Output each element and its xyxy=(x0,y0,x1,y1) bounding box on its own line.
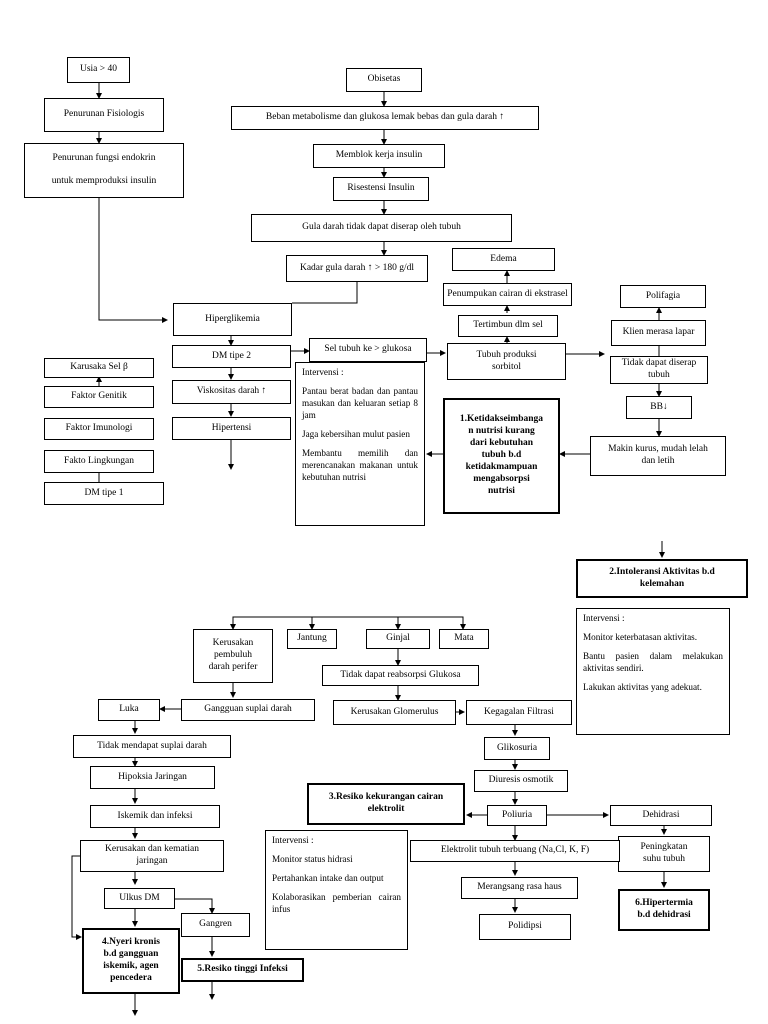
intervention-3-item: Pertahankan intake dan output xyxy=(272,872,384,883)
intervention-1-title: Intervensi : xyxy=(302,367,344,377)
node-fakto-lingkungan: Fakto Lingkungan xyxy=(44,450,154,473)
node-kerusakan-glomerulus: Kerusakan Glomerulus xyxy=(333,700,456,725)
intervention-2-item: Lakukan aktivitas yang adekuat. xyxy=(583,681,702,692)
node-polifagia: Polifagia xyxy=(620,285,706,308)
node-makin-kurus: Makin kurus, mudah lelah dan letih xyxy=(590,436,726,476)
node-penurunan-fungsi-endokrin: Penurunan fungsi endokrin untuk memprodu… xyxy=(24,143,184,198)
node-iskemik-infeksi: Iskemik dan infeksi xyxy=(90,805,220,828)
intervention-box-1: Intervensi : Pantau berat badan dan pant… xyxy=(295,362,425,526)
intervention-box-2: Intervensi : Monitor keterbatasan aktivi… xyxy=(576,608,730,735)
node-mata: Mata xyxy=(439,629,489,649)
node-gangren: Gangren xyxy=(181,913,250,937)
diagnosis-5-infeksi: 5.Resiko tinggi Infeksi xyxy=(181,958,304,982)
node-faktor-genitik: Faktor Genitik xyxy=(44,386,154,408)
node-memblok: Memblok kerja insulin xyxy=(313,144,445,168)
diagnosis-6-hipertermia: 6.Hipertermia b.d dehidrasi xyxy=(618,889,710,931)
node-tidak-reabsorpsi: Tidak dapat reabsorpsi Glukosa xyxy=(322,665,479,686)
node-luka: Luka xyxy=(98,699,160,721)
node-beban-metabolisme: Beban metabolisme dan glukosa lemak beba… xyxy=(231,106,539,130)
node-tertimbun: Tertimbun dlm sel xyxy=(458,315,558,337)
node-ulkus: Ulkus DM xyxy=(104,888,175,909)
node-gula-tidak-diserap: Gula darah tidak dapat diserap oleh tubu… xyxy=(251,214,512,242)
node-kerusakan-pembuluh: Kerusakan pembuluh darah perifer xyxy=(193,629,273,683)
intervention-3-item: Kolaborasikan pemberian cairan infus xyxy=(272,891,401,914)
node-peningkatan-suhu: Peningkatan suhu tubuh xyxy=(618,836,710,872)
diagnosis-3-cairan: 3.Resiko kekurangan cairan elektrolit xyxy=(307,783,465,825)
node-dm-tipe1: DM tipe 1 xyxy=(44,482,164,505)
node-poliuria: Poliuria xyxy=(487,805,547,826)
node-faktor-imunologi: Faktor Imunologi xyxy=(44,418,154,440)
node-usia: Usia > 40 xyxy=(67,57,130,83)
node-risestensi: Risestensi Insulin xyxy=(333,177,429,201)
intervention-2-item: Bantu pasien dalam melakukan aktivitas s… xyxy=(583,650,723,673)
diagnosis-2-intoleransi: 2.Intoleransi Aktivitas b.d kelemahan xyxy=(576,559,748,598)
node-polidipsi: Polidipsi xyxy=(479,914,571,940)
node-dehidrasi: Dehidrasi xyxy=(610,805,712,826)
intervention-1-item: Jaga kebersihan mulut pasien xyxy=(302,428,410,439)
node-jantung: Jantung xyxy=(287,629,337,649)
node-karusaka-sel: Karusaka Sel β xyxy=(44,358,154,378)
intervention-1-item: Pantau berat badan dan pantau masukan da… xyxy=(302,385,418,420)
node-elektrolit-terbuang: Elektrolit tubuh terbuang (Na,Cl, K, F) xyxy=(410,840,620,862)
node-tidak-mendapat-suplai: Tidak mendapat suplai darah xyxy=(73,735,231,758)
intervention-3-item: Monitor status hidrasi xyxy=(272,853,353,864)
node-tidak-diserap-tubuh: Tidak dapat diserap tubuh xyxy=(610,356,708,384)
intervention-2-item: Monitor keterbatasan aktivitas. xyxy=(583,631,698,642)
node-hipertensi: Hipertensi xyxy=(172,417,291,440)
node-edema: Edema xyxy=(452,248,555,271)
node-hiperglikemia: Hiperglikemia xyxy=(173,303,292,336)
node-bb-turun: BB↓ xyxy=(626,396,692,419)
node-kegagalan-filtrasi: Kegagalan Filtrasi xyxy=(466,700,572,725)
node-penumpukan: Penumpukan cairan di ekstrasel xyxy=(443,283,572,306)
node-dm-tipe2: DM tipe 2 xyxy=(172,345,291,368)
node-kerusakan-kematian: Kerusakan dan kematian jaringan xyxy=(80,840,224,872)
diagnosis-4-nyeri: 4.Nyeri kronis b.d gangguan iskemik, age… xyxy=(82,928,180,994)
node-kadar-gula: Kadar gula darah ↑ > 180 g/dl xyxy=(286,255,428,282)
intervention-3-title: Intervensi : xyxy=(272,835,314,845)
node-merangsang-haus: Merangsang rasa haus xyxy=(461,877,578,899)
node-obisetas: Obisetas xyxy=(346,68,422,92)
node-penurunan-fisiologis: Penurunan Fisiologis xyxy=(44,98,164,132)
node-ginjal: Ginjal xyxy=(366,629,430,649)
node-klien-lapar: Klien merasa lapar xyxy=(611,320,706,346)
node-sel-tubuh: Sel tubuh ke > glukosa xyxy=(309,338,427,362)
node-glikosuria: Glikosuria xyxy=(484,737,550,760)
intervention-1-item: Membantu memilih dan merencanakan makana… xyxy=(302,447,418,482)
diagnosis-1-nutrisi: 1.Ketidakseimbanga n nutrisi kurang dari… xyxy=(443,398,560,514)
node-gangguan-suplai: Gangguan suplai darah xyxy=(181,699,315,721)
intervention-2-title: Intervensi : xyxy=(583,613,625,623)
node-viskositas: Viskositas darah ↑ xyxy=(172,380,291,404)
node-tubuh-sorbitol: Tubuh produksi sorbitol xyxy=(447,343,566,380)
intervention-box-3: Intervensi : Monitor status hidrasi Pert… xyxy=(265,830,408,950)
node-hipoksia: Hipoksia Jaringan xyxy=(90,766,215,789)
node-diuresis: Diuresis osmotik xyxy=(474,770,568,792)
